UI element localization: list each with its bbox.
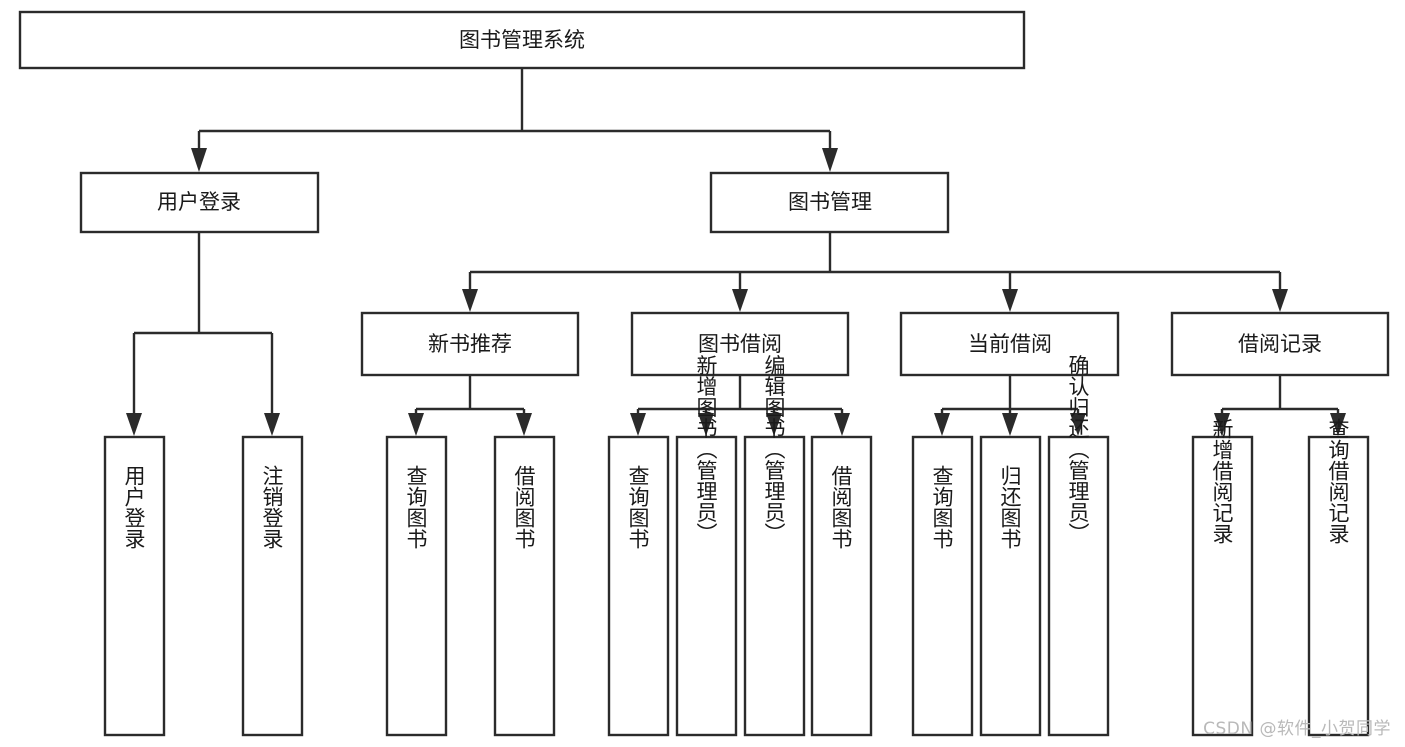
leaf-box-bookborrow-borrow[interactable] [810, 435, 873, 737]
node-book-borrow-label: 图书借阅 [698, 332, 782, 356]
node-root-label: 图书管理系统 [459, 28, 585, 52]
leaf-label-newbook-borrow: 借阅图书 [512, 465, 536, 549]
leaf-label-bookborrow-borrow: 借阅图书 [829, 465, 853, 549]
leaf-box-borrowrecord-query[interactable] [1307, 435, 1370, 737]
leaf-label-user-login-logout: 注销登录 [260, 465, 284, 549]
node-new-book-recommend[interactable]: 新书推荐 [360, 311, 580, 377]
leaf-label-user-login-login: 用户登录 [122, 465, 146, 549]
arrow-head-bookborrow-4 [834, 413, 850, 436]
connector-group-newbook-to-leaves [408, 375, 532, 436]
node-root-box[interactable] [18, 10, 1026, 70]
arrow-head-booksmgmt-2 [732, 289, 748, 312]
leaf-node-newbook-borrow[interactable]: 借阅图书 [493, 435, 556, 737]
node-book-management[interactable]: 图书管理 [709, 171, 950, 234]
leaf-box-user-login-logout[interactable] [241, 435, 304, 737]
arrow-head-userlogin-2 [264, 413, 280, 436]
leaf-box-currentborrow-return[interactable] [979, 435, 1042, 737]
arrow-head-booksmgmt-1 [462, 289, 478, 312]
arrow-head-bookborrow-1 [630, 413, 646, 436]
leaf-node-bookborrow-add[interactable]: 新增图书（管理员） [675, 355, 738, 737]
arrow-head-currentborrow-3 [1070, 413, 1086, 436]
leaf-label-newbook-query: 查询图书 [404, 465, 428, 549]
leaf-node-borrowrecord-query[interactable]: 查询借阅记录 [1307, 418, 1370, 737]
node-borrow-record-box[interactable] [1170, 311, 1390, 377]
leaf-box-newbook-query[interactable] [385, 435, 448, 737]
node-book-management-box[interactable] [709, 171, 950, 234]
leaf-node-currentborrow-confirm[interactable]: 确认归还（管理员） [1047, 355, 1110, 737]
leaf-box-borrowrecord-add[interactable] [1191, 435, 1254, 737]
leaf-label-borrowrecord-add: 新增借阅记录 [1210, 418, 1234, 544]
arrow-head-booksmgmt-4 [1272, 289, 1288, 312]
node-book-management-label: 图书管理 [788, 190, 872, 214]
leaf-node-bookborrow-borrow[interactable]: 借阅图书 [810, 435, 873, 737]
leaf-node-bookborrow-edit[interactable]: 编辑图书（管理员） [743, 355, 806, 737]
arrow-head-borrowrecord-2 [1330, 413, 1346, 436]
connector-group-userlogin-to-leaves [126, 232, 280, 436]
leaf-box-bookborrow-query[interactable] [607, 435, 670, 737]
node-current-borrow-box[interactable] [899, 311, 1120, 377]
leaf-label-borrowrecord-query: 查询借阅记录 [1326, 418, 1350, 544]
arrow-head-newbook-2 [516, 413, 532, 436]
arrow-head-newbook-1 [408, 413, 424, 436]
leaf-label-currentborrow-query: 查询图书 [930, 465, 954, 549]
leaf-label-bookborrow-edit: 编辑图书（管理员） [762, 355, 786, 544]
leaf-node-currentborrow-return[interactable]: 归还图书 [979, 435, 1042, 737]
leaf-label-currentborrow-confirm: 确认归还（管理员） [1066, 355, 1090, 544]
connector-group-bookborrow-to-leaves [630, 375, 850, 436]
leaf-box-newbook-borrow[interactable] [493, 435, 556, 737]
connector-group-borrowrecord-to-leaves [1214, 375, 1346, 436]
leaf-node-bookborrow-query[interactable]: 查询图书 [607, 435, 670, 737]
node-borrow-record[interactable]: 借阅记录 [1170, 311, 1390, 377]
node-user-login-label: 用户登录 [157, 190, 241, 214]
leaf-box-user-login-login[interactable] [103, 435, 166, 737]
leaf-label-bookborrow-query: 查询图书 [626, 465, 650, 549]
connector-group-currentborrow-to-leaves [934, 375, 1086, 436]
arrow-head-currentborrow-1 [934, 413, 950, 436]
leaf-box-currentborrow-query[interactable] [911, 435, 974, 737]
arrow-head-booksmgmt-3 [1002, 289, 1018, 312]
connector-group-root-to-level2 [191, 68, 838, 172]
node-current-borrow-label: 当前借阅 [968, 332, 1052, 356]
node-root-system[interactable]: 图书管理系统 [18, 10, 1026, 70]
arrow-head-root-1 [191, 148, 207, 172]
arrow-head-currentborrow-2 [1002, 413, 1018, 436]
node-user-login[interactable]: 用户登录 [79, 171, 320, 234]
leaf-node-borrowrecord-add[interactable]: 新增借阅记录 [1191, 418, 1254, 737]
node-current-borrow[interactable]: 当前借阅 [899, 311, 1120, 377]
leaf-box-bookborrow-edit[interactable] [743, 435, 806, 737]
leaf-node-user-login-logout[interactable]: 注销登录 [241, 435, 304, 737]
arrow-head-bookborrow-3 [766, 413, 782, 436]
connector-group-booksmgmt-to-level3 [462, 232, 1288, 312]
arrow-head-borrowrecord-1 [1214, 413, 1230, 436]
node-book-borrow[interactable]: 图书借阅 [630, 311, 850, 377]
node-new-book-recommend-box[interactable] [360, 311, 580, 377]
node-book-borrow-box[interactable] [630, 311, 850, 377]
arrow-head-userlogin-1 [126, 413, 142, 436]
node-user-login-box[interactable] [79, 171, 320, 234]
node-new-book-recommend-label: 新书推荐 [428, 332, 512, 356]
arrow-head-root-2 [822, 148, 838, 172]
leaf-box-bookborrow-add[interactable] [675, 435, 738, 737]
leaf-node-currentborrow-query[interactable]: 查询图书 [911, 435, 974, 737]
node-borrow-record-label: 借阅记录 [1238, 332, 1322, 356]
leaf-label-currentborrow-return: 归还图书 [998, 465, 1022, 549]
leaf-box-currentborrow-confirm[interactable] [1047, 435, 1110, 737]
leaf-node-user-login-login[interactable]: 用户登录 [103, 435, 166, 737]
leaf-label-bookborrow-add: 新增图书（管理员） [694, 355, 718, 544]
leaf-node-newbook-query[interactable]: 查询图书 [385, 435, 448, 737]
arrow-head-bookborrow-2 [698, 413, 714, 436]
